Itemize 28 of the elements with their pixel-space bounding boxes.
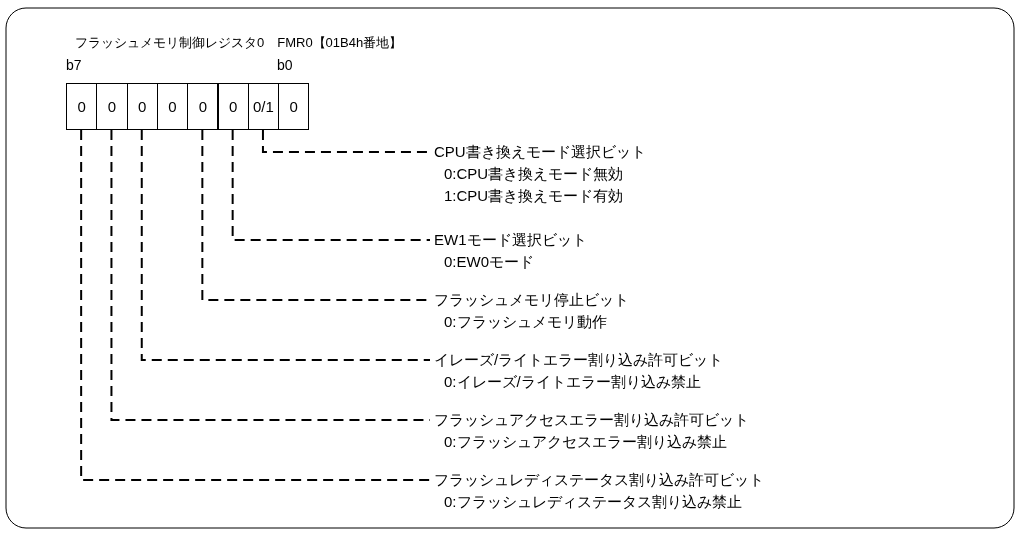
bit-setting: 0:EW0モード — [443, 252, 535, 272]
bit-cell: 0 — [126, 83, 158, 130]
bit-label: b7 — [66, 57, 82, 73]
bit-setting: 0:フラッシュメモリ動作 — [443, 312, 608, 332]
bit-setting: 0:フラッシュレディステータス割り込み禁止 — [443, 492, 743, 512]
bit-cell: 0 — [217, 83, 249, 130]
bit-cell: 0/1 — [247, 83, 280, 130]
leader-line — [140, 129, 431, 361]
bit-setting: 0:CPU書き換えモード無効 — [443, 164, 625, 184]
bit-label: b0 — [277, 57, 293, 73]
bit-cell: 0 — [66, 83, 98, 130]
bit-name: CPU書き換えモード選択ビット — [434, 142, 646, 162]
bit-setting: 0:フラッシュアクセスエラー割り込み禁止 — [443, 432, 728, 452]
bit-setting: 0:イレーズ/ライトエラー割り込み禁止 — [443, 372, 702, 392]
bit-cell: 0 — [278, 83, 310, 130]
leader-line — [231, 129, 431, 241]
bit-name: EW1モード選択ビット — [434, 230, 587, 250]
bit-name: イレーズ/ライトエラー割り込み許可ビット — [434, 350, 724, 370]
register-title: フラッシュメモリ制御レジスタ0 FMR0【01B4h番地】 — [75, 34, 403, 52]
leader-line — [110, 129, 431, 421]
bit-cell: 0 — [96, 83, 128, 130]
leader-line — [80, 129, 431, 481]
bit-name: フラッシュレディステータス割り込み許可ビット — [434, 470, 764, 490]
bit-cell: 0 — [156, 83, 189, 130]
bit-cell: 0 — [187, 83, 219, 130]
bit-name: フラッシュアクセスエラー割り込み許可ビット — [434, 410, 749, 430]
bit-name: フラッシュメモリ停止ビット — [434, 290, 629, 310]
bit-setting: 1:CPU書き換えモード有効 — [443, 186, 625, 206]
